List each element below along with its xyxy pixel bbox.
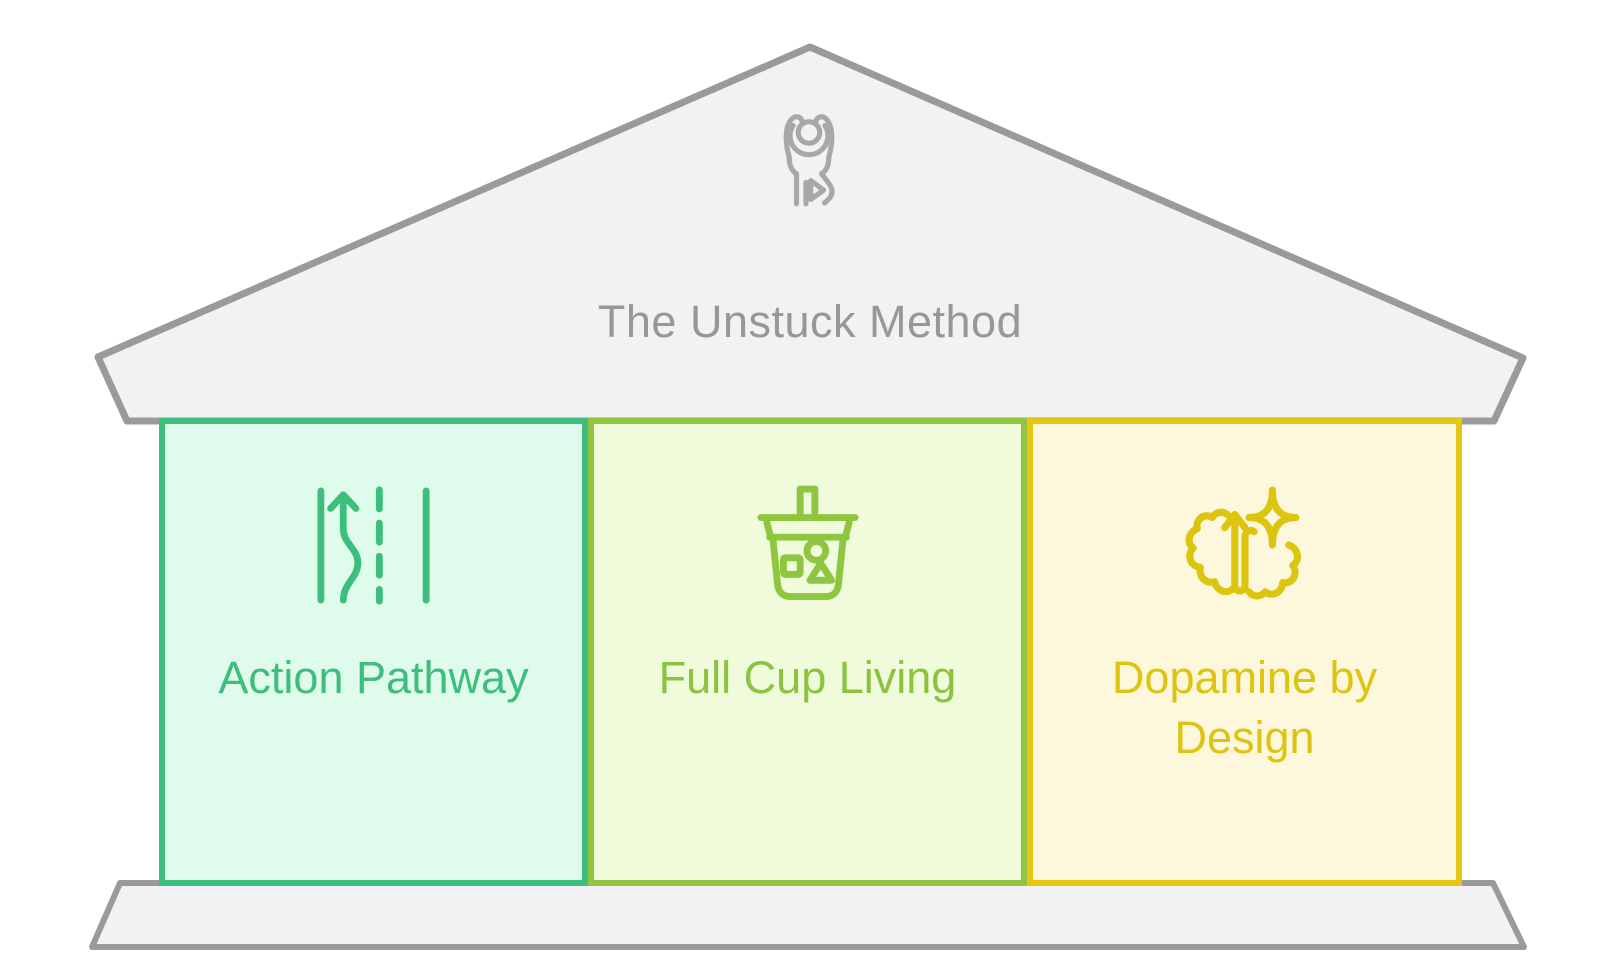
- pillar-label-action-pathway: Action Pathway: [218, 652, 529, 703]
- winding-path-icon: [315, 480, 432, 610]
- base-shape: [89, 880, 1527, 950]
- pillar-dopamine-by-design: Dopamine by Design: [1027, 418, 1462, 886]
- drink-cup-icon: [754, 480, 862, 610]
- brain-sparkle-icon: [1184, 480, 1306, 610]
- diagram-title: The Unstuck Method: [597, 296, 1023, 347]
- pillar-label-full-cup-living: Full Cup Living: [658, 652, 957, 703]
- pillar-label-dopamine-by-design: Dopamine by Design: [1111, 652, 1378, 763]
- pillar-full-cup-living: Full Cup Living: [588, 418, 1027, 886]
- celebrating-person-icon: [766, 104, 852, 209]
- pillar-action-pathway: Action Pathway: [159, 418, 588, 886]
